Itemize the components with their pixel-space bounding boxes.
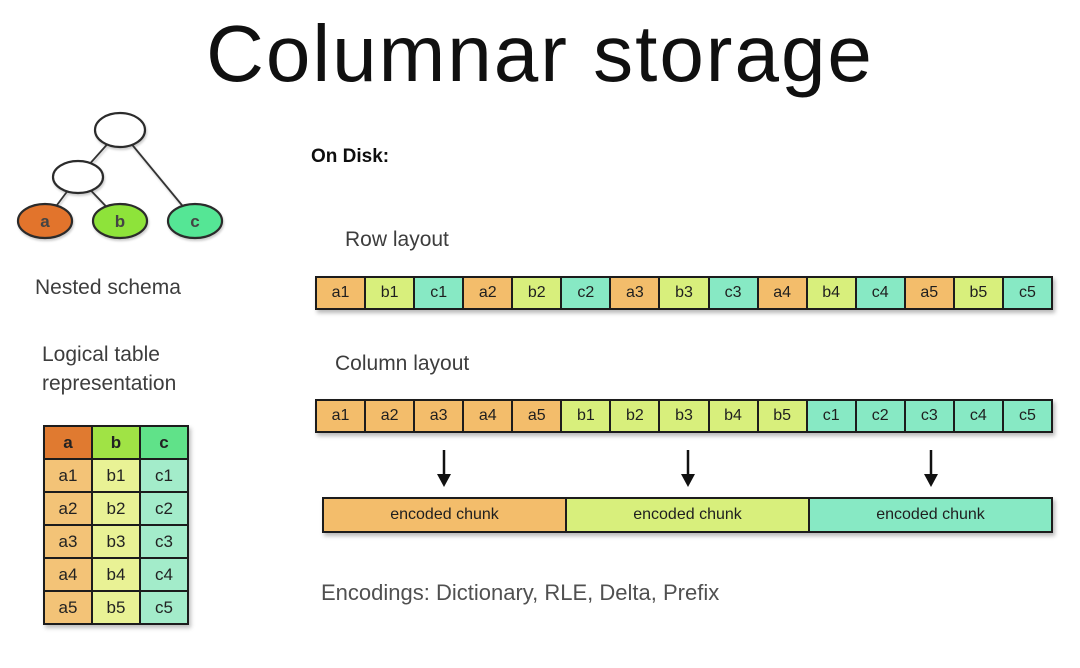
- memory-cell: b1: [364, 276, 416, 310]
- memory-cell: c2: [560, 276, 612, 310]
- down-arrow-icon: [437, 450, 451, 487]
- memory-cell: c3: [903, 399, 955, 433]
- logical-table-cell: c5: [139, 590, 189, 625]
- memory-cell: b3: [658, 399, 710, 433]
- memory-cell: b1: [560, 399, 612, 433]
- logical-table-cell: b3: [91, 524, 141, 559]
- memory-cell: b4: [805, 276, 857, 310]
- memory-cell: a5: [511, 399, 563, 433]
- memory-cell: c5: [1001, 276, 1053, 310]
- memory-cell: c5: [1001, 399, 1053, 433]
- logical-table-caption: Logical table representation: [42, 340, 176, 398]
- column-layout-label: Column layout: [335, 352, 470, 375]
- logical-table-header-cell: b: [91, 425, 141, 460]
- logical-table-cell: a3: [43, 524, 93, 559]
- memory-cell: a1: [315, 276, 367, 310]
- memory-cell: a3: [413, 399, 465, 433]
- tree-leaf-b: b: [91, 202, 149, 240]
- encoded-chunk: encoded chunk: [808, 497, 1053, 533]
- down-arrow-icon: [924, 450, 938, 487]
- nested-schema-caption: Nested schema: [35, 276, 181, 299]
- encoded-chunk: encoded chunk: [322, 497, 567, 533]
- encodings-note: Encodings: Dictionary, RLE, Delta, Prefi…: [321, 580, 720, 605]
- on-disk-label: On Disk:: [311, 146, 390, 167]
- logical-table-cell: a5: [43, 590, 93, 625]
- logical-table-cell: a1: [43, 458, 93, 493]
- memory-cell: a2: [364, 399, 416, 433]
- memory-cell: b2: [511, 276, 563, 310]
- slide-title: Columnar storage: [206, 9, 874, 98]
- encoded-chunk: encoded chunk: [565, 497, 810, 533]
- down-arrow-icon: [681, 450, 695, 487]
- logical-table-caption-line2: representation: [42, 372, 177, 395]
- logical-table-cell: c1: [139, 458, 189, 493]
- memory-cell: c4: [952, 399, 1004, 433]
- row-layout-label: Row layout: [345, 228, 449, 251]
- tree-inner-node: [51, 159, 105, 195]
- logical-table-header-cell: a: [43, 425, 93, 460]
- tree-leaf-c: c: [166, 202, 224, 240]
- memory-cell: b4: [707, 399, 759, 433]
- memory-cell: a2: [462, 276, 514, 310]
- memory-cell: b5: [756, 399, 808, 433]
- memory-cell: a4: [756, 276, 808, 310]
- logical-table-caption-line1: Logical table: [42, 343, 160, 366]
- memory-cell: c4: [854, 276, 906, 310]
- memory-cell: a5: [903, 276, 955, 310]
- memory-cell: c1: [805, 399, 857, 433]
- memory-cell: c3: [707, 276, 759, 310]
- tree-leaf-label: a: [40, 212, 50, 231]
- logical-table-header-cell: c: [139, 425, 189, 460]
- logical-table-cell: b5: [91, 590, 141, 625]
- logical-table-cell: a2: [43, 491, 93, 526]
- logical-table-cell: a4: [43, 557, 93, 592]
- logical-table-cell: b4: [91, 557, 141, 592]
- tree-leaf-a: a: [16, 202, 74, 240]
- memory-cell: b3: [658, 276, 710, 310]
- logical-table-cell: c2: [139, 491, 189, 526]
- memory-cell: b5: [952, 276, 1004, 310]
- nested-schema-tree: a b c: [16, 111, 224, 240]
- tree-leaf-label: b: [115, 212, 125, 231]
- logical-table-cell: c3: [139, 524, 189, 559]
- memory-cell: a1: [315, 399, 367, 433]
- memory-cell: c2: [854, 399, 906, 433]
- tree-leaf-label: c: [190, 212, 199, 231]
- logical-table-cell: c4: [139, 557, 189, 592]
- memory-cell: a4: [462, 399, 514, 433]
- memory-cell: a3: [609, 276, 661, 310]
- memory-cell: c1: [413, 276, 465, 310]
- tree-root-node: [93, 111, 147, 149]
- logical-table-cell: b2: [91, 491, 141, 526]
- memory-cell: b2: [609, 399, 661, 433]
- logical-table-cell: b1: [91, 458, 141, 493]
